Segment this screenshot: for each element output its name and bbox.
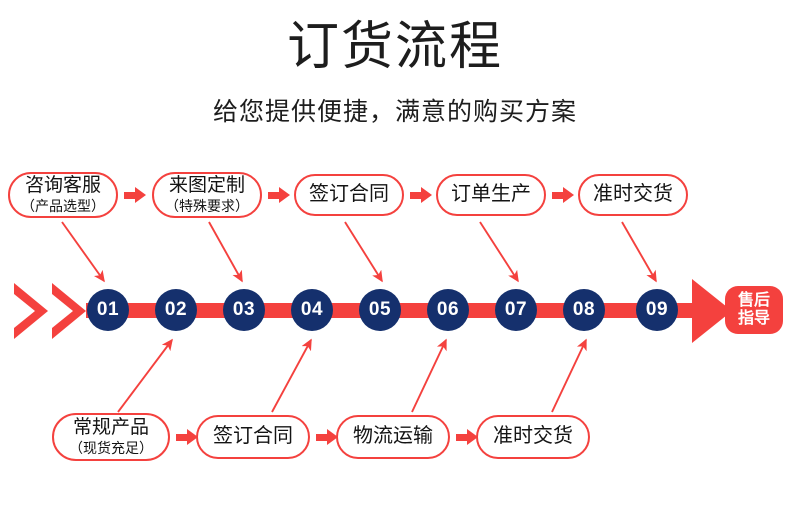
bottom-connector-3: [456, 429, 478, 445]
top-step-3-title: 签订合同: [309, 183, 389, 206]
leader-bottom-2: [271, 338, 312, 413]
bottom-step-box-1[interactable]: 常规产品 （现货充足）: [52, 413, 170, 461]
leader-top-3: [344, 221, 383, 283]
top-step-2-note: （特殊要求）: [165, 197, 249, 214]
top-step-box-5[interactable]: 准时交货: [578, 174, 688, 216]
bottom-step-1-title: 常规产品: [72, 417, 149, 439]
timeline-step-07[interactable]: 07: [495, 289, 537, 331]
timeline-step-03[interactable]: 03: [223, 289, 265, 331]
aftersales-line-1: 售后: [737, 292, 770, 310]
top-step-2-title: 来图定制: [168, 175, 245, 197]
timeline-step-01[interactable]: 01: [87, 289, 129, 331]
timeline-step-08[interactable]: 08: [563, 289, 605, 331]
top-step-box-1[interactable]: 咨询客服 （产品选型）: [8, 172, 118, 218]
timeline-step-09[interactable]: 09: [636, 289, 678, 331]
leader-bottom-4: [551, 338, 587, 413]
timeline-step-02[interactable]: 02: [155, 289, 197, 331]
chevron-inner-cut: [52, 294, 73, 328]
leader-top-5: [621, 221, 657, 283]
top-step-box-3[interactable]: 签订合同: [294, 174, 404, 216]
chevron-outer-cut: [14, 294, 35, 328]
timeline-step-04[interactable]: 04: [291, 289, 333, 331]
bottom-step-box-4[interactable]: 准时交货: [476, 415, 590, 459]
bottom-connector-1: [176, 429, 198, 445]
leader-top-4: [479, 221, 519, 283]
page-title: 订货流程: [286, 18, 503, 76]
top-step-1-note: （产品选型）: [21, 197, 105, 214]
aftersales-badge[interactable]: 售后 指导: [725, 286, 783, 334]
top-step-4-title: 订单生产: [451, 183, 531, 206]
top-step-5-title: 准时交货: [593, 183, 673, 206]
top-connector-2: [268, 187, 290, 203]
top-step-1-title: 咨询客服: [24, 175, 101, 197]
leader-top-2: [208, 221, 243, 283]
bottom-step-3-title: 物流运输: [353, 425, 433, 448]
top-connector-4: [552, 187, 574, 203]
bottom-step-2-title: 签订合同: [213, 425, 293, 448]
timeline-step-05[interactable]: 05: [359, 289, 401, 331]
aftersales-line-2: 指导: [737, 310, 770, 327]
bottom-connector-2: [316, 429, 338, 445]
bottom-step-box-3[interactable]: 物流运输: [336, 415, 450, 459]
top-connector-3: [410, 187, 432, 203]
bottom-step-1-note: （现货充足）: [69, 439, 153, 456]
top-step-box-2[interactable]: 来图定制 （特殊要求）: [152, 172, 262, 218]
top-connector-1: [124, 187, 146, 203]
leader-top-1: [61, 221, 105, 283]
bottom-step-4-title: 准时交货: [493, 425, 573, 448]
timeline-step-06[interactable]: 06: [427, 289, 469, 331]
top-step-box-4[interactable]: 订单生产: [436, 174, 546, 216]
leader-bottom-3: [411, 338, 447, 413]
leader-bottom-1: [117, 338, 173, 413]
bottom-step-box-2[interactable]: 签订合同: [196, 415, 310, 459]
page-subtitle: 给您提供便捷，满意的购买方案: [212, 98, 577, 126]
